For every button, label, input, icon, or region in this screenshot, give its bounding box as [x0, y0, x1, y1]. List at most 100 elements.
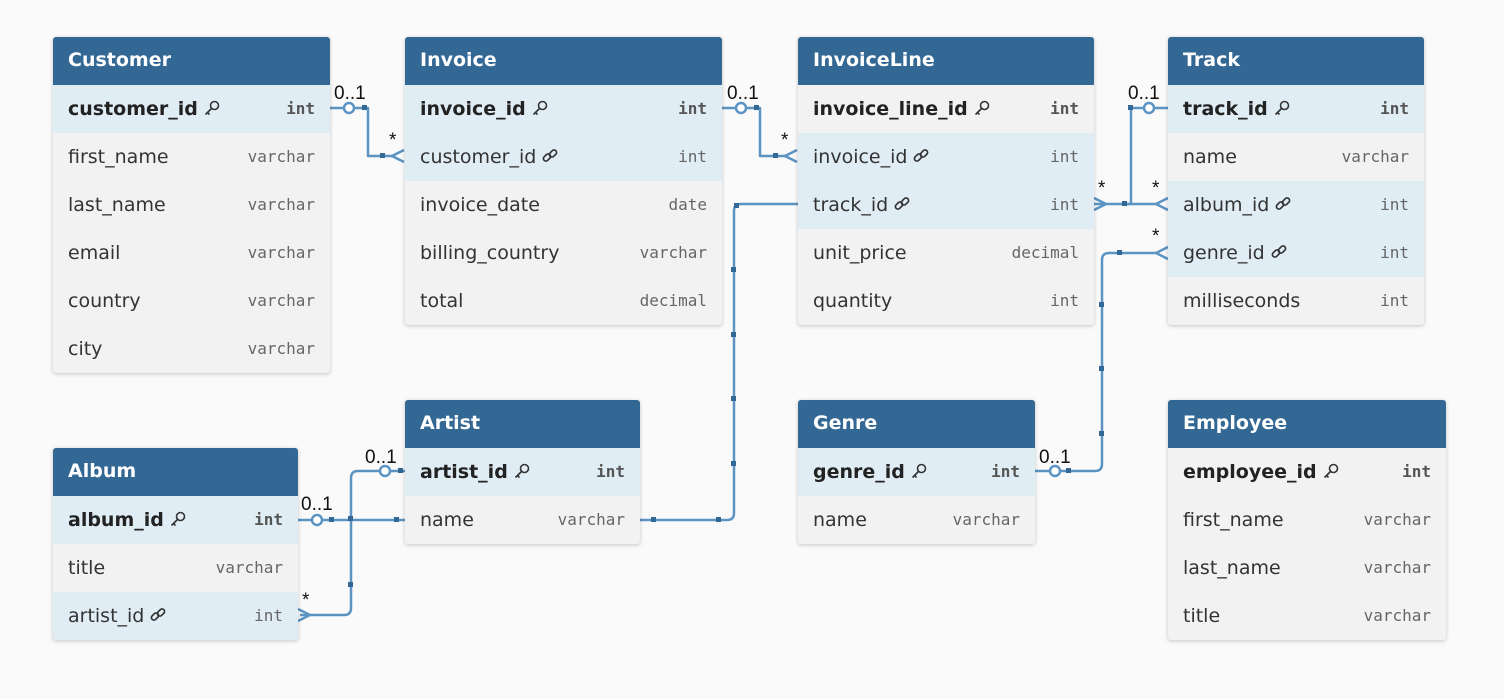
field-row[interactable]: artist_id int: [405, 448, 640, 496]
field-name: quantity: [813, 290, 893, 312]
field-type: int: [678, 99, 707, 118]
cardinality-one: 0..1: [334, 83, 366, 104]
field-name: artist_id: [68, 605, 145, 627]
field-row[interactable]: billing_country varchar: [405, 229, 722, 277]
field-name: total: [420, 290, 464, 312]
many-marker: [1153, 196, 1169, 212]
many-marker: [297, 607, 313, 623]
cardinality-many: *: [781, 130, 789, 151]
table-title: Artist: [405, 400, 640, 448]
field-name: first_name: [68, 146, 169, 168]
field-type: int: [254, 510, 283, 529]
cardinality-one: 0..1: [727, 83, 759, 104]
key-icon: [170, 511, 186, 526]
table-title: Employee: [1168, 400, 1446, 448]
field-name: email: [68, 242, 121, 264]
field-type: varchar: [215, 558, 283, 577]
field-name: artist_id: [420, 461, 508, 483]
field-type: varchar: [1341, 147, 1409, 166]
many-marker: [389, 148, 405, 164]
field-row[interactable]: album_id int: [1168, 181, 1424, 229]
field-name: billing_country: [420, 242, 560, 264]
field-row[interactable]: name varchar: [798, 496, 1035, 544]
field-type: varchar: [247, 243, 315, 262]
field-name: name: [813, 509, 867, 531]
link-artist-album: [300, 469, 405, 617]
field-name: album_id: [68, 509, 164, 531]
field-name: title: [1183, 605, 1221, 627]
field-row[interactable]: employee_id int: [1168, 448, 1446, 496]
field-name: employee_id: [1183, 461, 1317, 483]
link-icon: [894, 196, 910, 210]
field-type: varchar: [247, 291, 315, 310]
field-name: first_name: [1183, 509, 1284, 531]
field-type: varchar: [1363, 558, 1431, 577]
field-type: varchar: [247, 195, 315, 214]
field-row[interactable]: email varchar: [53, 229, 330, 277]
field-row[interactable]: album_id int: [53, 496, 298, 544]
field-name: name: [420, 509, 474, 531]
cardinality-many: *: [1152, 226, 1160, 247]
link-icon: [1271, 244, 1287, 258]
zero-one-marker: [310, 513, 324, 527]
field-type: int: [596, 462, 625, 481]
field-type: int: [1050, 195, 1079, 214]
field-type: int: [1402, 462, 1431, 481]
zero-one-marker: [1142, 101, 1156, 115]
field-type: int: [678, 147, 707, 166]
field-type: int: [1380, 243, 1409, 262]
table-title: Customer: [53, 37, 330, 85]
cardinality-one: 0..1: [301, 494, 333, 515]
field-type: int: [1050, 147, 1079, 166]
field-type: int: [1380, 195, 1409, 214]
field-type: varchar: [247, 147, 315, 166]
link-customer-invoice: [330, 106, 394, 158]
field-name: milliseconds: [1183, 290, 1301, 312]
cardinality-many: *: [302, 590, 310, 611]
many-marker: [1153, 245, 1169, 261]
field-name: city: [68, 338, 103, 360]
field-type: varchar: [952, 510, 1020, 529]
field-name: invoice_date: [420, 194, 540, 216]
field-type: varchar: [639, 243, 707, 262]
link-icon: [542, 148, 558, 162]
link-icon: [914, 148, 929, 162]
zero-one-marker: [1048, 464, 1062, 478]
field-name: track_id: [1183, 98, 1268, 120]
field-name: album_id: [1183, 194, 1270, 216]
zero-one-marker: [734, 101, 748, 115]
field-row[interactable]: first_name varchar: [53, 133, 330, 181]
